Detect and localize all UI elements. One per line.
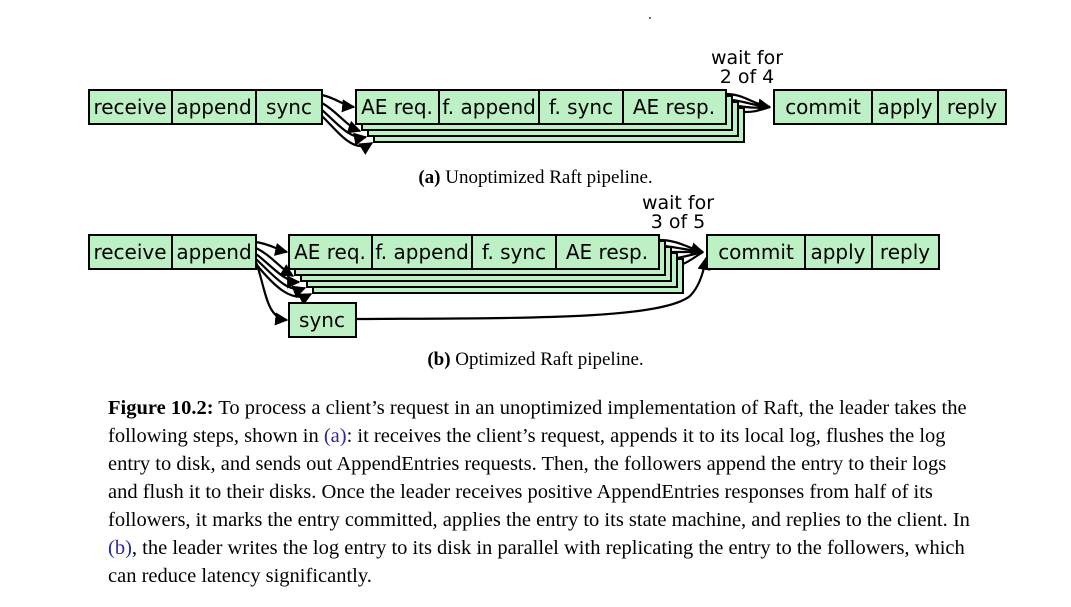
label-ae-req-a: AE req. <box>361 95 433 119</box>
fanout-arrow-b-4 <box>255 258 307 299</box>
fanout-arrow-b-5 <box>255 263 313 306</box>
caption-a-text: Unoptimized Raft pipeline. <box>440 167 653 188</box>
caption-a: (a) Unoptimized Raft pipeline. <box>0 167 1071 189</box>
figure-text-1: To process a client’s request in an unop… <box>108 397 967 447</box>
label-ae-resp-b: AE resp. <box>566 240 648 264</box>
wait-line2-a: 2 of 4 <box>720 66 775 88</box>
label-commit-b: commit <box>718 240 794 264</box>
step-ae-resp-a <box>622 89 727 125</box>
step-append-a <box>171 89 257 125</box>
step-ae-resp-b <box>555 234 660 270</box>
fanout-arrow-a-1 <box>321 93 356 113</box>
step-f-append-b <box>371 234 473 270</box>
step-reply-b <box>871 234 940 270</box>
label-f-sync-b: f. sync <box>482 240 546 264</box>
label-append-b: append <box>176 240 251 264</box>
figure-description: Figure 10.2: To process a client’s reque… <box>108 394 978 590</box>
caption-b-text: Optimized Raft pipeline. <box>450 349 644 370</box>
figure-ref-a-link[interactable]: (a) <box>323 425 347 447</box>
label-append-a: append <box>176 95 251 119</box>
merge-arrow-a-4 <box>743 105 771 114</box>
diagram-b: receive append AE req. f. append f. sync… <box>88 192 940 338</box>
step-ae-req-b <box>288 234 373 270</box>
label-ae-req-b: AE req. <box>294 240 366 264</box>
label-f-append-a: f. append <box>442 95 536 119</box>
caption-b: (b) Optimized Raft pipeline. <box>0 349 1071 371</box>
wait-line1-b: wait for <box>642 192 714 214</box>
sync-merge-arrow-b <box>355 256 711 321</box>
wait-line2-b: 3 of 5 <box>651 211 706 233</box>
figure-label: Figure 10.2: <box>108 397 214 419</box>
step-f-sync-b <box>471 234 557 270</box>
step-apply-b <box>804 234 873 270</box>
fanout-arrow-b-2 <box>255 247 295 277</box>
raft-pipeline-figure: receive append sync AE req. f. append f.… <box>88 17 1007 338</box>
label-ae-resp-a: AE resp. <box>633 95 715 119</box>
label-f-sync-a: f. sync <box>549 95 613 119</box>
label-reply-b: reply <box>880 240 930 264</box>
fanout-arrow-a-4 <box>321 115 374 155</box>
figure-ref-b-link[interactable]: (b) <box>108 537 132 559</box>
label-apply-b: apply <box>810 240 865 264</box>
merge-arrow-b-5 <box>682 251 704 266</box>
wait-line1-a: wait for <box>711 47 783 69</box>
caption-a-label: (a) <box>418 167 441 188</box>
label-f-append-b: f. append <box>375 240 469 264</box>
sync-arrow-b <box>254 261 289 326</box>
fanout-arrow-a-3 <box>321 109 368 146</box>
step-append-b <box>171 234 257 270</box>
stray-dot <box>649 17 651 19</box>
step-apply-a <box>871 89 939 125</box>
diagram-a: receive append sync AE req. f. append f.… <box>88 47 1007 155</box>
step-commit-b <box>706 234 806 270</box>
label-commit-a: commit <box>785 95 861 119</box>
figure-text-2: : it receives the client’s request, appe… <box>108 425 970 531</box>
caption-b-label: (b) <box>427 349 451 370</box>
fanout-arrow-b-3 <box>255 253 301 289</box>
label-sync-a: sync <box>266 95 312 119</box>
step-reply-a <box>937 89 1007 125</box>
figure-text-3: , the leader writes the log entry to its… <box>108 537 965 587</box>
step-receive-b <box>88 234 173 270</box>
step-sync-a <box>255 89 323 125</box>
label-receive-a: receive <box>93 95 166 119</box>
label-reply-a: reply <box>947 95 997 119</box>
label-receive-b: receive <box>93 240 166 264</box>
label-sync-b: sync <box>299 308 345 332</box>
fanout-arrow-a-2 <box>321 102 362 134</box>
step-sync-b <box>288 302 357 338</box>
label-apply-a: apply <box>877 95 932 119</box>
fanout-arrow-b-1 <box>255 240 289 256</box>
